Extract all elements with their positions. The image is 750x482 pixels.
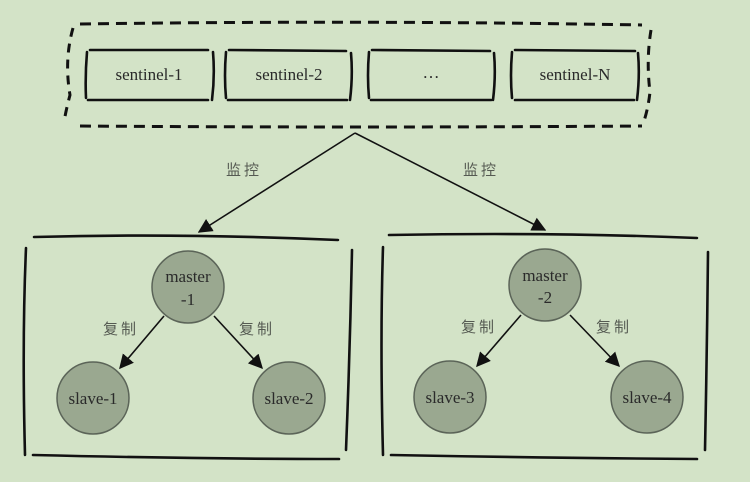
master-label: master [522,266,568,285]
replicate-arrow [476,314,522,368]
sentinel-node: sentinel-1 [84,48,216,102]
sentinel-label: sentinel-2 [255,65,322,84]
slave-label: slave-4 [622,388,672,407]
slave-node [56,361,130,435]
master-slave-group-2: master -2 复制 复制 slave-3 slave-4 [380,232,710,461]
replicate-label: 复制 [596,318,632,336]
replicate-label: 复制 [103,320,139,338]
master-label: -2 [538,288,552,307]
monitor-label-left: 监控 [226,161,262,179]
group-1-border [22,234,354,461]
sentinel-label: sentinel-N [540,65,611,84]
master-node [151,250,225,324]
slave-label: slave-2 [264,389,313,408]
slave-node [610,360,684,434]
slave-node [413,360,487,434]
slave-label: slave-3 [425,388,474,407]
sentinel-cluster-right-border [641,29,653,125]
replicate-arrow [569,314,620,368]
replicate-arrow [119,315,165,370]
sentinel-label: sentinel-1 [115,65,182,84]
sentinel-cluster: sentinel-1 sentinel-2 … sentinel-N [62,20,653,129]
sentinel-cluster-top-border [79,20,643,27]
master-node [508,248,582,322]
monitor-arrow-right [354,132,547,231]
slave-label: slave-1 [68,389,117,408]
master-label: master [165,267,211,286]
monitor-arrow-left [197,132,356,233]
master-label: -1 [181,290,195,309]
sentinel-label: … [423,63,440,82]
replicate-label: 复制 [239,320,275,338]
sentinel-cluster-bottom-border [79,124,643,129]
replicate-arrow [213,315,263,370]
slave-node [252,361,326,435]
group-2-border [380,232,710,461]
replicate-label: 复制 [461,318,497,336]
sentinel-node: sentinel-2 [223,48,354,102]
sentinel-node: sentinel-N [509,48,641,102]
sentinel-node: … [366,48,497,102]
sentinel-cluster-left-border [62,27,75,123]
monitor-label-right: 监控 [463,161,499,179]
master-slave-group-1: master -1 复制 复制 slave-1 slave-2 [22,234,354,461]
